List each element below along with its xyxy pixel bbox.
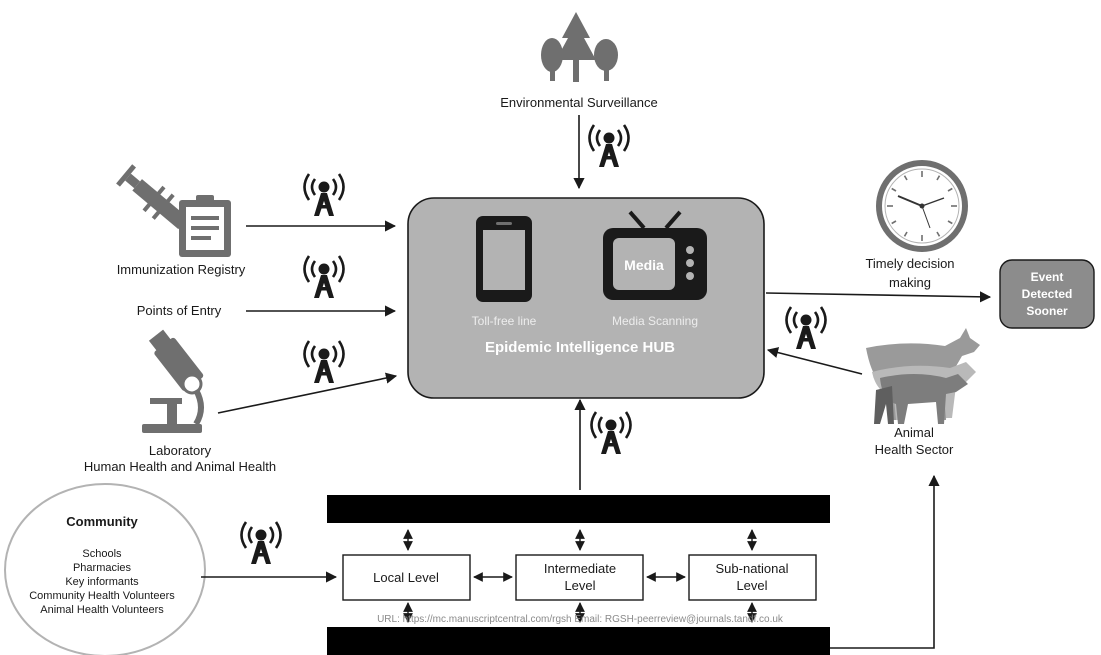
television-icon <box>603 210 707 300</box>
community-title: Community <box>66 514 138 529</box>
media-scanning-label: Media Scanning <box>612 314 698 328</box>
timely-decision-line2: making <box>889 275 931 290</box>
laboratory-arrow <box>217 372 398 414</box>
signal-tower-icon <box>588 123 630 169</box>
subnational-level-box <box>688 554 817 601</box>
event-detected-box <box>999 259 1095 329</box>
trees-icon <box>541 12 618 82</box>
signal-tower-icon <box>303 172 345 218</box>
mobile-phone-icon <box>476 216 532 302</box>
syringe-clipboard-icon <box>116 164 231 257</box>
signal-tower-icon <box>303 339 345 385</box>
media-screen-text: Media <box>624 257 664 273</box>
environmental-label: Environmental Surveillance <box>500 95 658 110</box>
subnational-label-line1: Sub-national <box>716 561 789 576</box>
subnational-label-line2: Level <box>736 578 767 593</box>
bottom-bar <box>327 627 830 655</box>
microscope-icon <box>142 329 204 433</box>
intermediate-level-box <box>515 554 644 601</box>
intermediate-label-line1: Intermediate <box>544 561 616 576</box>
intermediate-label-line2: Level <box>564 578 595 593</box>
tollfree-label: Toll-free line <box>472 314 537 328</box>
event-label-line1: Event <box>1031 270 1064 284</box>
levels-to-animal-arrow <box>830 474 940 649</box>
signal-tower-icon <box>303 254 345 300</box>
hub-title: Epidemic Intelligence HUB <box>485 339 675 356</box>
signal-tower-icon <box>785 305 827 351</box>
event-label-line3: Sooner <box>1026 304 1068 318</box>
top-bar <box>327 495 830 523</box>
signal-tower-icon <box>240 520 282 566</box>
hub-to-event-arrow <box>765 291 992 303</box>
community-item: Pharmacies <box>73 562 132 574</box>
laboratory-label-line2: Human Health and Animal Health <box>84 459 276 474</box>
local-level-label: Local Level <box>373 570 439 585</box>
clock-icon <box>876 160 968 252</box>
animals-icon <box>866 328 980 424</box>
community-item: Key informants <box>65 576 139 588</box>
laboratory-label-line1: Laboratory <box>149 443 212 458</box>
animal-label-line1: Animal <box>894 425 934 440</box>
community-item: Community Health Volunteers <box>29 590 175 602</box>
timely-decision-line1: Timely decision <box>865 256 954 271</box>
animal-label-line2: Health Sector <box>875 442 954 457</box>
community-item: Schools <box>82 548 122 560</box>
community-item: Animal Health Volunteers <box>40 604 164 616</box>
event-label-line2: Detected <box>1022 287 1073 301</box>
animal-arrow <box>766 347 863 375</box>
points-of-entry-label: Points of Entry <box>137 303 222 318</box>
watermark-url: URL: https://mc.manuscriptcentral.com/rg… <box>377 614 784 625</box>
signal-tower-icon <box>590 410 632 456</box>
local-level-box <box>342 554 471 601</box>
community-circle <box>4 483 206 655</box>
immunization-label: Immunization Registry <box>117 262 246 277</box>
epidemic-intelligence-hub <box>407 197 765 399</box>
